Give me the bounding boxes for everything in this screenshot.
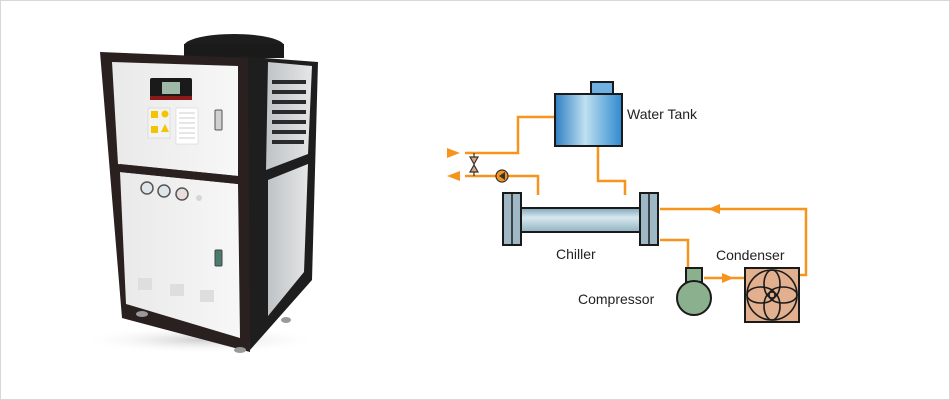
pipe-chiller-inlet bbox=[465, 174, 540, 195]
chiller-body bbox=[519, 207, 641, 233]
tank-cap bbox=[590, 81, 614, 95]
front-upper-panel bbox=[112, 62, 238, 176]
compressor-label: Compressor bbox=[578, 291, 655, 307]
door-handle-lower bbox=[214, 249, 223, 267]
warning-icon bbox=[151, 111, 158, 118]
controller-display bbox=[162, 82, 180, 94]
warning-icon bbox=[151, 126, 158, 133]
side-grille-vents bbox=[272, 80, 306, 144]
panel-divider bbox=[120, 164, 238, 184]
gauge-icon bbox=[175, 187, 189, 201]
compressor bbox=[676, 280, 712, 316]
chiller-label: Chiller bbox=[556, 246, 596, 262]
pipe-tank-supply bbox=[465, 115, 555, 155]
pump-icon bbox=[495, 169, 509, 183]
pipe-tank-to-chiller bbox=[596, 146, 627, 195]
pressure-gauges bbox=[140, 181, 202, 201]
flow-arrow-icon bbox=[708, 204, 720, 214]
gauge-icon bbox=[140, 181, 154, 195]
side-lower-panel bbox=[268, 164, 308, 316]
door-handle-upper bbox=[214, 109, 223, 131]
warning-icon bbox=[161, 110, 169, 118]
bypass-valve-icon bbox=[468, 153, 480, 176]
flow-arrow-icon bbox=[722, 273, 734, 283]
arrow-out-icon bbox=[447, 171, 460, 181]
nameplate-sticker bbox=[175, 107, 199, 145]
arrow-in-icon bbox=[447, 148, 460, 158]
pipe-lines bbox=[465, 115, 808, 280]
casters bbox=[136, 311, 291, 353]
water-tank bbox=[554, 93, 623, 147]
nameplate-text-lines bbox=[179, 112, 195, 139]
compressor-head bbox=[685, 267, 703, 283]
fan-housing bbox=[184, 44, 284, 58]
water-tank-label: Water Tank bbox=[627, 106, 698, 122]
pipe-condenser-return bbox=[660, 207, 808, 277]
controller-trim bbox=[150, 96, 192, 100]
indicator-lamp-icon bbox=[196, 195, 202, 201]
gauge-icon bbox=[157, 184, 171, 198]
pipe-chiller-to-compressor bbox=[660, 238, 690, 268]
condenser-label: Condenser bbox=[716, 247, 785, 263]
warning-icon bbox=[161, 124, 169, 132]
condenser bbox=[744, 267, 800, 323]
bottom-vents bbox=[138, 278, 214, 302]
